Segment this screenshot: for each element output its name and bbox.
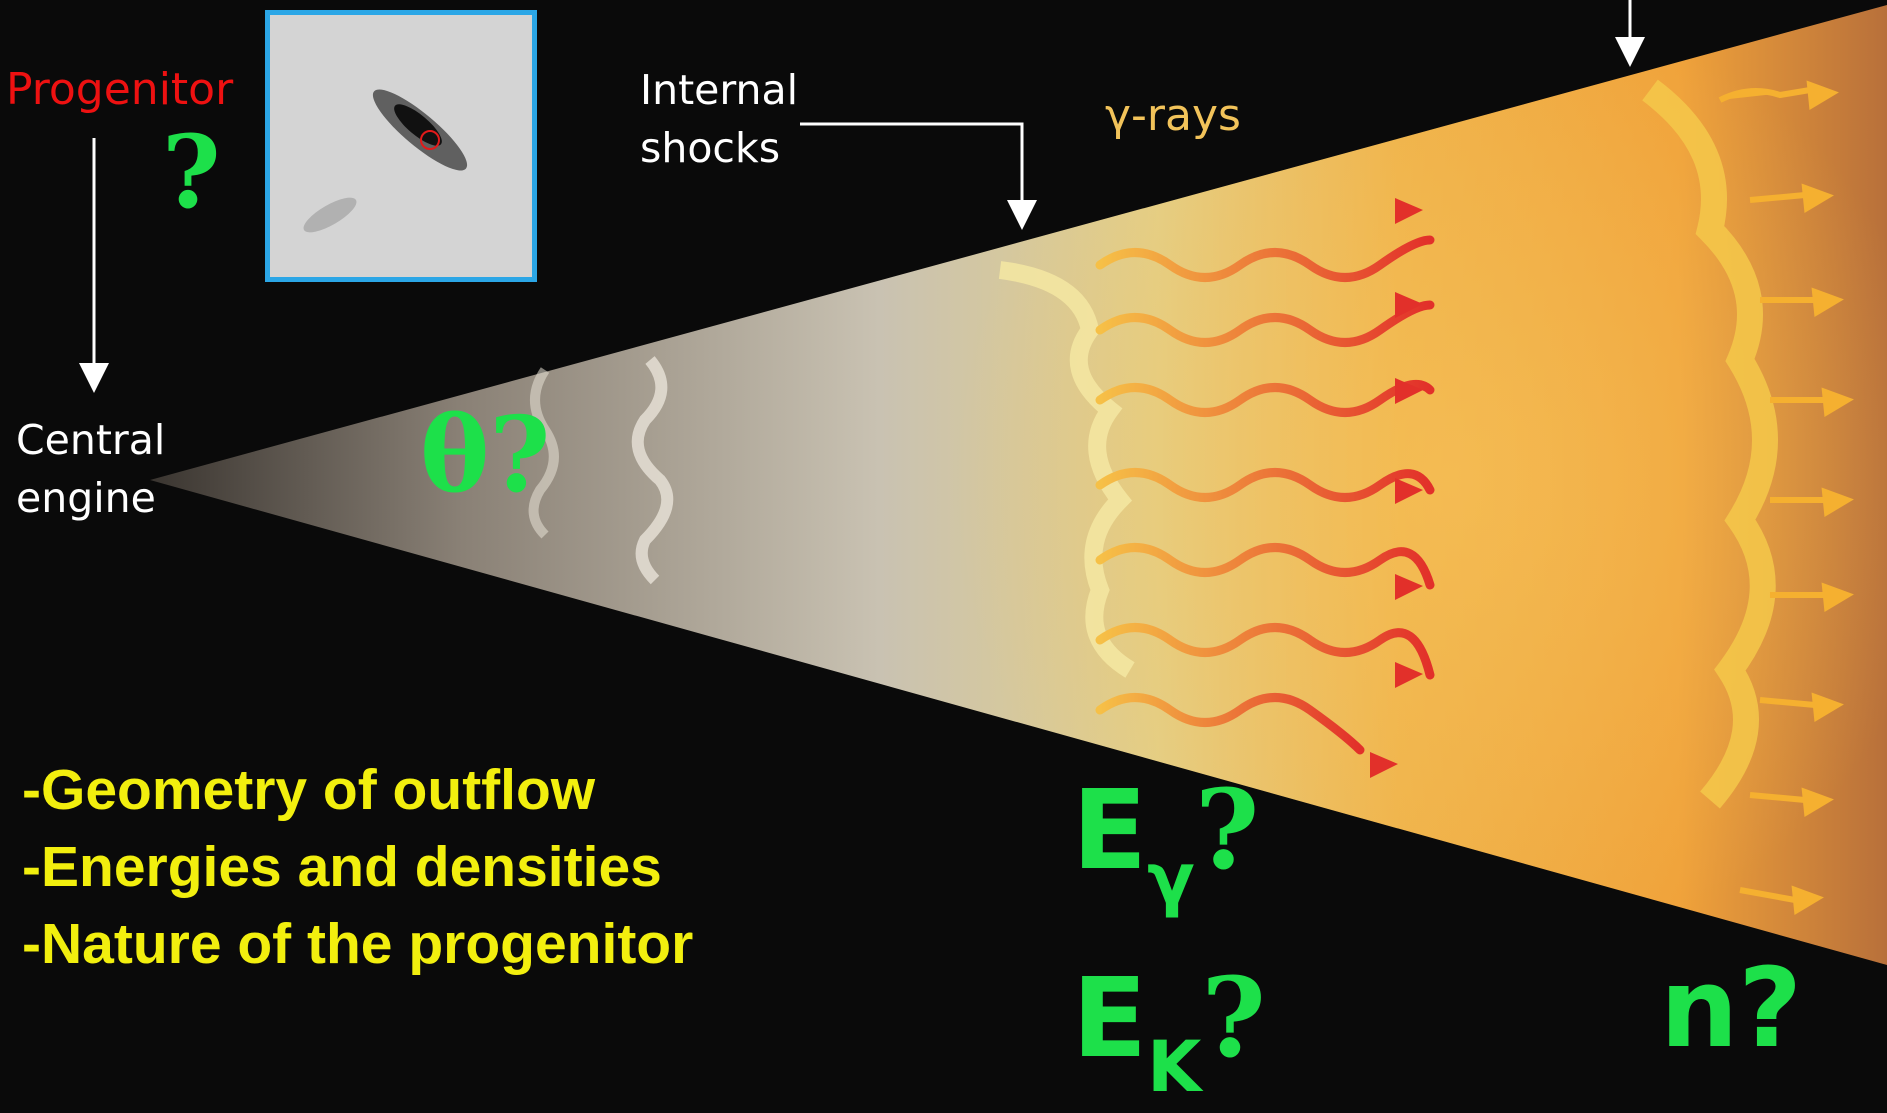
goal-item: -Energies and densities xyxy=(22,829,693,906)
e-gamma-subscript: γ xyxy=(1147,838,1195,920)
host-galaxy-thumbnail xyxy=(270,15,532,277)
goal-item: -Geometry of outflow xyxy=(22,752,693,829)
progenitor-label: Progenitor xyxy=(6,64,233,115)
opening-angle-unknown: θ? xyxy=(420,400,550,510)
internal-shocks-label: Internal shocks xyxy=(640,61,798,177)
e-gamma-symbol: E xyxy=(1072,766,1147,894)
central-engine-label: Central engine xyxy=(16,411,165,527)
goals-list: -Geometry of outflow -Energies and densi… xyxy=(22,752,693,983)
central-engine-line2: engine xyxy=(16,469,165,527)
progenitor-host-image xyxy=(265,10,537,282)
internal-shocks-arrow xyxy=(800,124,1022,215)
progenitor-question: ? xyxy=(162,122,221,222)
goal-item: -Nature of the progenitor xyxy=(22,906,693,983)
internal-shocks-line1: Internal xyxy=(640,61,798,119)
e-gamma-question: ? xyxy=(1195,765,1259,894)
e-k-question: ? xyxy=(1201,953,1265,1082)
kinetic-energy-unknown: EK? xyxy=(1072,958,1266,1092)
central-engine-line1: Central xyxy=(16,411,165,469)
e-k-symbol: E xyxy=(1072,954,1147,1082)
internal-shocks-line2: shocks xyxy=(640,119,798,177)
gamma-rays-label: γ-rays xyxy=(1105,90,1241,141)
e-k-subscript: K xyxy=(1147,1026,1201,1108)
gamma-energy-unknown: Eγ? xyxy=(1072,770,1259,904)
density-unknown: n? xyxy=(1660,948,1802,1068)
